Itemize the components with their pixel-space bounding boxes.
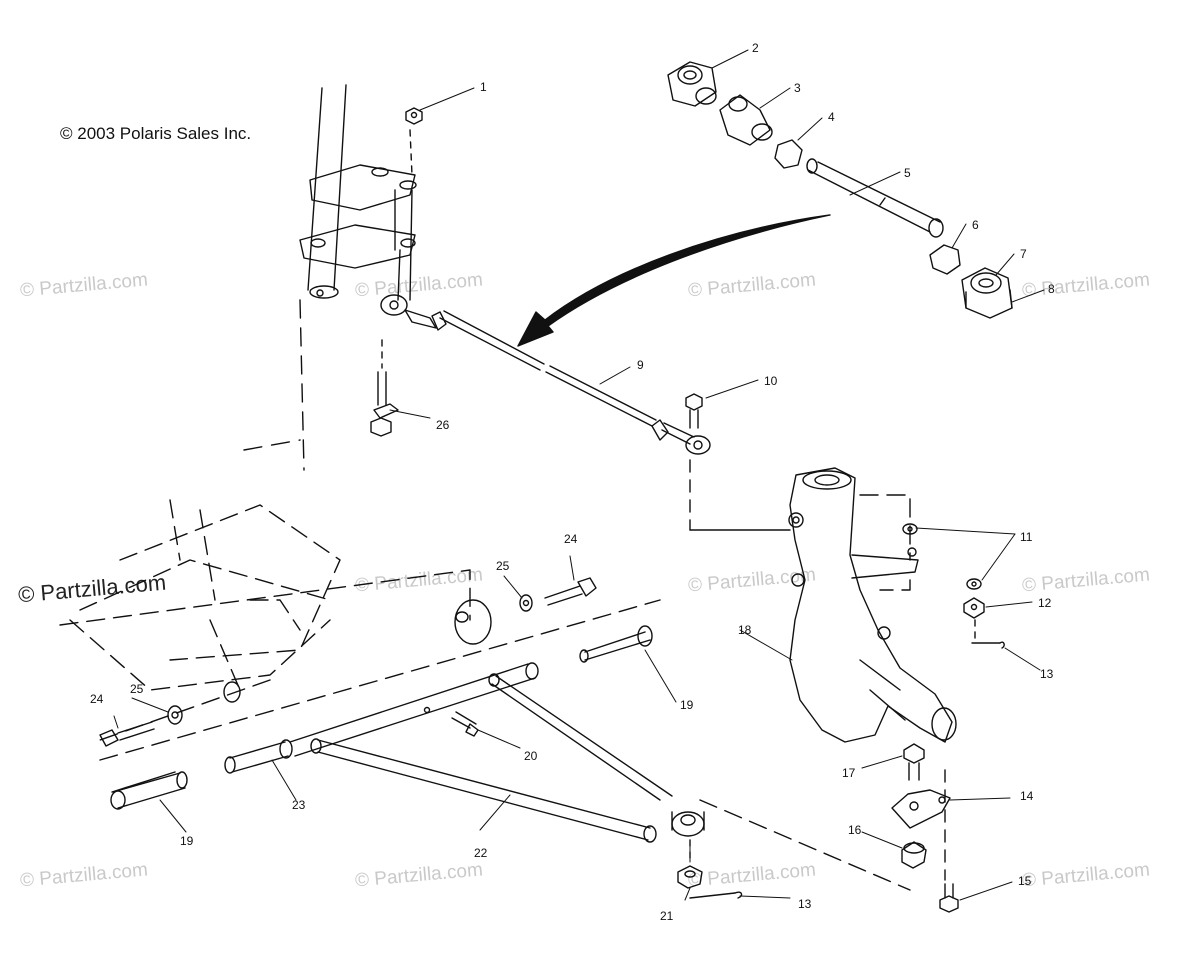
part-21-castle-nut <box>677 865 703 889</box>
part-15-bolt <box>939 769 959 913</box>
callout-17: 17 <box>842 766 856 780</box>
callout-24: 24 <box>564 532 578 546</box>
part-9-tie-rod <box>380 294 791 531</box>
callout-26: 26 <box>436 418 450 432</box>
callout-23: 23 <box>292 798 306 812</box>
part-19-pivot-tube <box>111 625 653 793</box>
callout-5: 5 <box>904 166 911 180</box>
callout-6: 6 <box>972 218 979 232</box>
callout-25: 25 <box>496 559 510 573</box>
assembly-arrow <box>517 214 831 347</box>
callout-14: 14 <box>1020 789 1034 803</box>
callout-20: 20 <box>524 749 538 763</box>
part-18-spindle <box>788 467 957 743</box>
tie-rod-parts <box>667 61 1013 319</box>
part-17-bolt <box>903 743 925 781</box>
callout-13: 13 <box>1040 667 1054 681</box>
callout-4: 4 <box>828 110 835 124</box>
part-20-grease-fitting <box>423 706 479 737</box>
part-13-cotter-pin <box>689 619 1005 899</box>
callout-2: 2 <box>752 41 759 55</box>
callout-24: 24 <box>90 692 104 706</box>
part-22-a-arm <box>110 662 705 863</box>
part-26-bolt <box>370 339 399 437</box>
steering-column <box>243 84 417 471</box>
callout-25: 25 <box>130 682 144 696</box>
callout-11: 11 <box>1020 530 1033 544</box>
callout-15: 15 <box>1018 874 1032 888</box>
callout-19: 19 <box>680 698 694 712</box>
part-12-nut <box>963 597 985 619</box>
part-16-ball-joint <box>901 841 927 869</box>
callout-3: 3 <box>794 81 801 95</box>
callout-18: 18 <box>738 623 752 637</box>
callout-8: 8 <box>1048 282 1055 296</box>
callout-21: 21 <box>660 909 674 923</box>
callout-19: 19 <box>180 834 194 848</box>
callout-13: 13 <box>798 897 812 911</box>
callout-1: 1 <box>480 80 487 94</box>
frame-outline <box>59 494 911 891</box>
callout-7: 7 <box>1020 247 1027 261</box>
callout-12: 12 <box>1038 596 1052 610</box>
leader-lines <box>113 49 1045 901</box>
part-14-plate <box>891 789 951 829</box>
copyright-notice: © 2003 Polaris Sales Inc. <box>60 124 252 143</box>
frame-mount-boss <box>223 599 492 703</box>
callout-10: 10 <box>764 374 778 388</box>
part-10-bolt <box>685 393 703 429</box>
callout-16: 16 <box>848 823 862 837</box>
part-1-nut <box>405 107 423 125</box>
callout-9: 9 <box>637 358 644 372</box>
part-25-washer <box>167 594 533 725</box>
part-24-bolt <box>99 577 597 747</box>
part-11-washer <box>902 523 982 590</box>
callout-22: 22 <box>474 846 488 860</box>
